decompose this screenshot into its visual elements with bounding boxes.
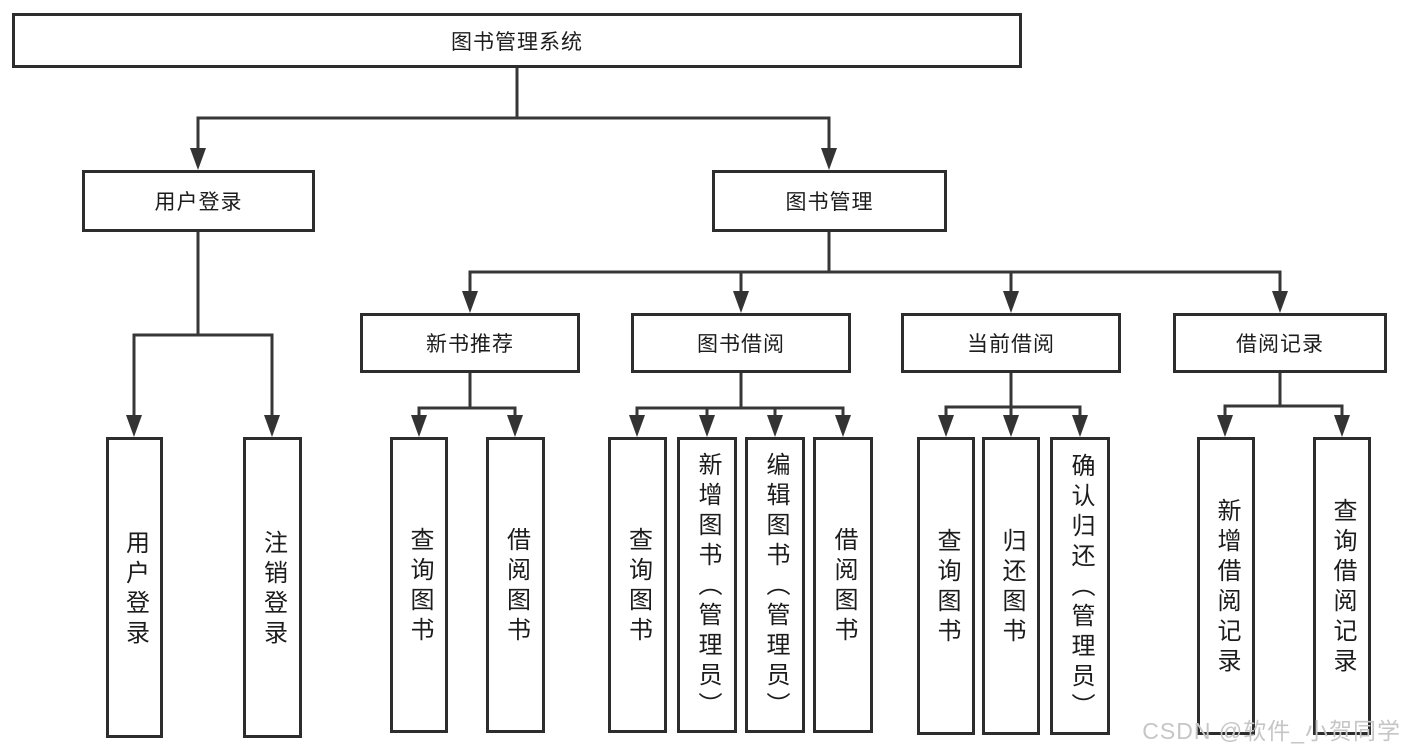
node-user-login: 用户登录 xyxy=(82,170,315,232)
node-leaf-query-borrow-record: 查询借阅记录 xyxy=(1313,437,1371,735)
node-book-management: 图书管理 xyxy=(712,170,947,232)
node-leaf-logout: 注销登录 xyxy=(243,437,302,738)
node-leaf-query-books-1: 查询图书 xyxy=(390,437,448,733)
node-borrowing-records: 借阅记录 xyxy=(1173,313,1387,373)
node-leaf-borrow-books-2: 借阅图书 xyxy=(813,437,873,733)
node-leaf-borrow-books-1: 借阅图书 xyxy=(486,437,545,733)
node-leaf-return-book: 归还图书 xyxy=(982,437,1040,735)
node-leaf-add-book-admin: 新增图书（管理员） xyxy=(677,437,737,733)
node-leaf-edit-book-admin: 编辑图书（管理员） xyxy=(745,437,805,733)
node-leaf-query-books-3: 查询图书 xyxy=(917,437,975,735)
node-leaf-query-books-2: 查询图书 xyxy=(608,437,667,733)
node-current-borrowing: 当前借阅 xyxy=(901,313,1121,373)
arrowheads xyxy=(126,148,1350,437)
node-root: 图书管理系统 xyxy=(12,13,1022,68)
node-leaf-confirm-return-admin: 确认归还（管理员） xyxy=(1050,437,1110,735)
node-leaf-add-borrow-record: 新增借阅记录 xyxy=(1197,437,1255,735)
node-book-borrowing: 图书借阅 xyxy=(631,313,851,373)
csdn-watermark: CSDN @软件_小贺同学 xyxy=(1142,718,1401,744)
node-new-book-recommend: 新书推荐 xyxy=(360,313,580,373)
node-leaf-user-login: 用户登录 xyxy=(106,437,163,738)
